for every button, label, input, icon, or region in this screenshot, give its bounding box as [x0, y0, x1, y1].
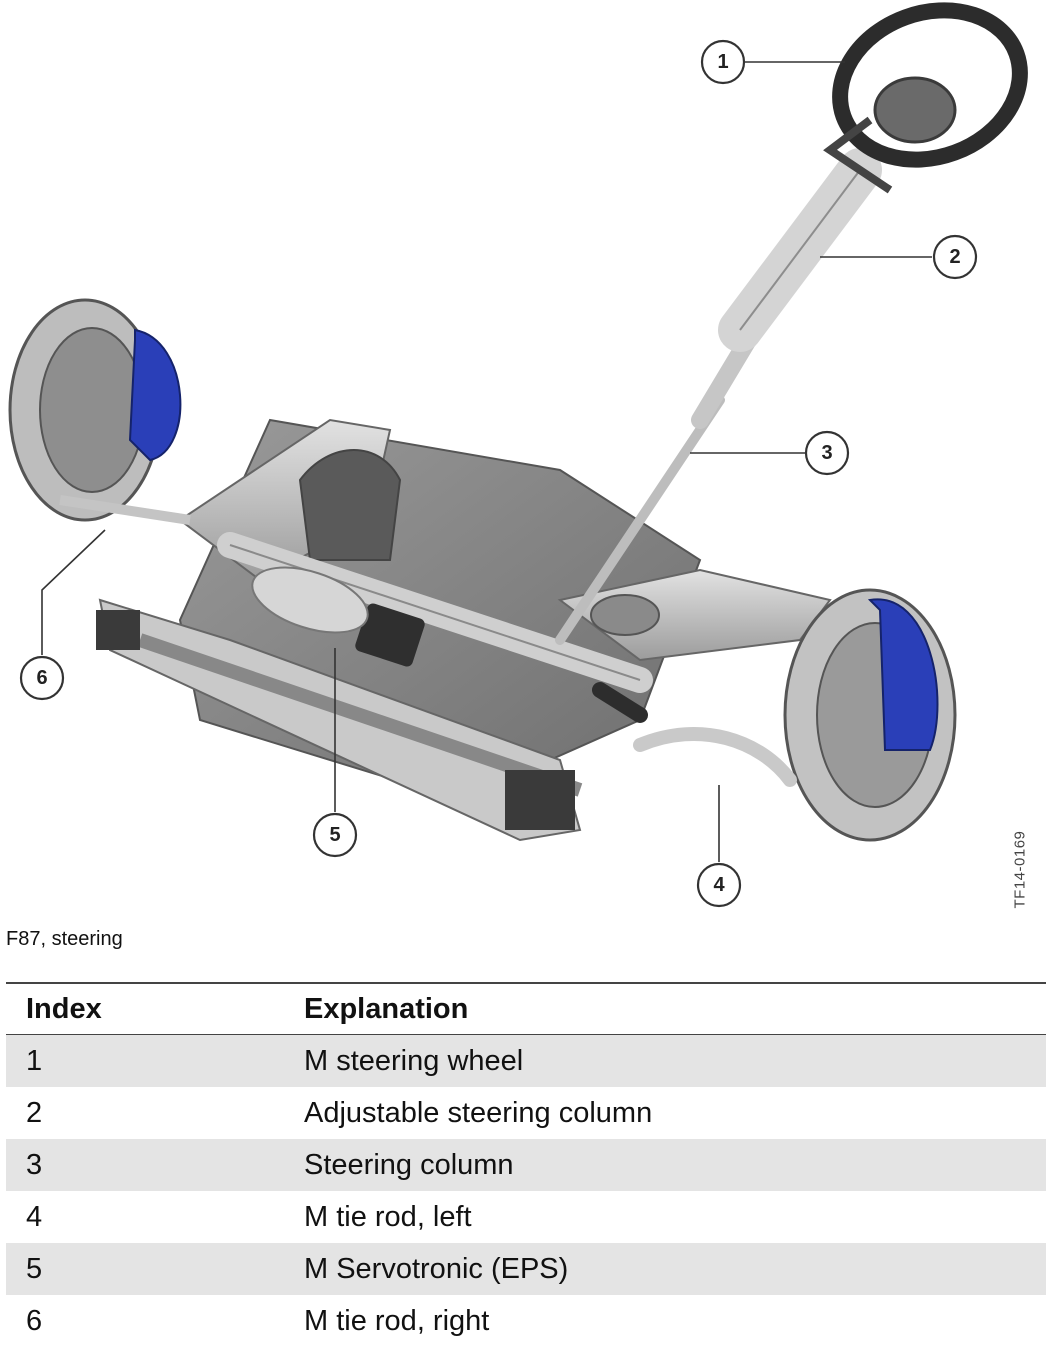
leader-line-6: [41, 529, 106, 655]
steering-wheel: [823, 2, 1028, 194]
table-row: 2 Adjustable steering column: [6, 1087, 1046, 1139]
legend-table: Index Explanation 1 M steering wheel 2 A…: [6, 982, 1046, 1347]
row-explanation: M tie rod, right: [304, 1304, 490, 1337]
row-explanation: M steering wheel: [304, 1034, 1046, 1087]
row-explanation: M tie rod, left: [304, 1200, 472, 1233]
callout-2: 2: [932, 234, 978, 280]
svg-text:1: 1: [717, 51, 728, 73]
steering-rack: [217, 532, 653, 723]
header-index: Index: [6, 982, 304, 1035]
steering-illustration: 1 2 3 4 5 6: [8, 2, 1028, 908]
table-row: 5 M Servotronic (EPS): [6, 1243, 1046, 1295]
callout-3: 3: [804, 430, 850, 476]
callout-5: 5: [312, 812, 358, 858]
svg-text:3: 3: [821, 442, 832, 464]
callout-6: 6: [19, 655, 65, 701]
callout-1: 1: [700, 39, 746, 85]
left-brake-assembly: [8, 298, 191, 525]
row-index: 1: [6, 1034, 304, 1087]
row-explanation: Steering column: [304, 1139, 1046, 1191]
row-explanation: M Servotronic (EPS): [304, 1243, 1046, 1295]
row-index: 2: [26, 1096, 43, 1129]
svg-text:5: 5: [329, 824, 340, 846]
header-explanation: Explanation: [304, 982, 1046, 1035]
callout-4: 4: [696, 862, 742, 908]
svg-text:6: 6: [36, 667, 47, 689]
table-row: 4 M tie rod, left: [6, 1191, 1046, 1243]
figure-code-text: TF14-0169: [1011, 830, 1029, 909]
right-brake-assembly: [633, 588, 957, 842]
legend-header-row: Index Explanation: [6, 982, 1046, 1035]
row-index: 5: [6, 1243, 304, 1295]
steering-column: [555, 148, 882, 645]
row-index: 3: [6, 1139, 304, 1191]
figure-caption: F87, steering: [6, 928, 123, 950]
table-row: 3 Steering column: [6, 1139, 1046, 1191]
table-row: 6 M tie rod, right: [6, 1295, 1046, 1347]
svg-text:2: 2: [949, 246, 960, 268]
row-index: 4: [26, 1200, 43, 1233]
svg-text:4: 4: [713, 874, 725, 896]
row-explanation: Adjustable steering column: [304, 1096, 653, 1129]
table-row: 1 M steering wheel: [6, 1034, 1046, 1087]
row-index: 6: [26, 1304, 43, 1337]
figure-code: TF14-0169: [1008, 820, 1032, 912]
